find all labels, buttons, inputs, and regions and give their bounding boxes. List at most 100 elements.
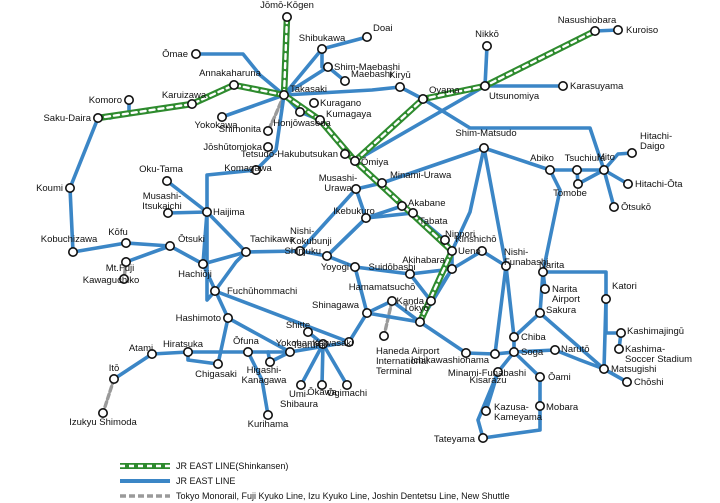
station-label-ogimachi: Ōgimachi xyxy=(327,388,367,399)
station-marker-minamiurawa xyxy=(376,178,387,189)
station-label-yokohama: Yokohama xyxy=(276,338,321,349)
conventional-line-segment xyxy=(226,316,292,354)
station-marker-ogimachi xyxy=(341,379,352,390)
station-marker-sakura xyxy=(534,307,545,318)
station-label-sakudaira: Saku-Daira xyxy=(43,113,91,124)
station-label-ichikawa: Ichikawashiohama xyxy=(411,355,490,366)
station-label-kiryu: Kiryū xyxy=(389,70,411,81)
station-marker-umishibaura xyxy=(295,379,306,390)
conventional-line-segment xyxy=(246,350,270,417)
station-label-izukyu: Izukyu Shimoda xyxy=(69,417,137,428)
legend-shinkansen-label: JR EAST LINE(Shinkansen) xyxy=(176,461,288,471)
station-marker-maebashi xyxy=(339,76,350,87)
station-label-jomo: Jōmō-Kōgen xyxy=(260,0,314,11)
station-label-kawaguchiko: Kawaguchiko xyxy=(83,275,140,286)
station-marker-kofu xyxy=(121,238,132,249)
station-marker-mtfuji xyxy=(121,256,132,267)
station-label-omae: Ōmae xyxy=(162,49,188,60)
conventional-line-segment xyxy=(216,316,230,366)
station-marker-fuchuhommachi xyxy=(210,285,221,296)
station-label-ikebukuro: Ikebukuro xyxy=(333,206,375,217)
station-label-musashiurawa: Musashi-Urawa xyxy=(319,173,358,194)
conventional-line-segment xyxy=(166,210,209,215)
station-marker-kawasaki xyxy=(343,336,354,347)
station-marker-kobuchizawa xyxy=(68,247,79,258)
station-label-musashiitsukaichi: Musashi-Itsukaichi xyxy=(142,191,182,212)
station-marker-matsugishi xyxy=(598,363,609,374)
station-label-otsuki: Ōtsuki xyxy=(178,234,205,245)
station-marker-shimonita xyxy=(262,126,273,137)
station-label-naruto: Narutō xyxy=(561,344,590,355)
station-label-shinjuku: Shinjuku xyxy=(285,246,321,257)
conventional-line-segment xyxy=(541,168,562,274)
station-label-kinshicho: Kinshichō xyxy=(455,234,496,245)
station-label-kawasaki: Kawasaki xyxy=(313,338,354,349)
conventional-line-segment xyxy=(512,270,547,339)
conventional-line-segment xyxy=(602,168,616,209)
station-label-tetsudo: Tetsudō-Hakubutsukan xyxy=(241,149,338,160)
station-marker-shibukawa xyxy=(316,43,327,54)
station-marker-shinagawa xyxy=(361,307,372,318)
station-marker-karasuyama xyxy=(557,81,568,92)
station-label-mtfuji: Mt.Fuji xyxy=(106,263,135,274)
station-label-tomobe: Tomobe xyxy=(553,188,587,199)
station-marker-ichikawa xyxy=(460,347,471,358)
station-marker-hitachiota xyxy=(622,179,633,190)
station-label-chigasaki: Chigasaki xyxy=(195,369,237,380)
conventional-line-segment xyxy=(220,93,286,119)
station-marker-koumi xyxy=(65,183,76,194)
map-legend: JR EAST LINE(Shinkansen) JR EAST LINE To… xyxy=(120,461,510,501)
station-marker-kurihama xyxy=(262,409,273,420)
station-label-higashikanagawa: Higashi-Kanagawa xyxy=(242,365,288,386)
station-marker-naruto xyxy=(549,344,560,355)
station-marker-takasaki xyxy=(278,90,289,101)
station-marker-ikebukuro xyxy=(360,213,371,224)
station-label-komoro: Komoro xyxy=(89,95,122,106)
station-marker-doai xyxy=(361,31,372,42)
station-label-ito: Itō xyxy=(109,363,120,374)
station-marker-soga xyxy=(508,346,519,357)
station-label-tateyama: Tateyama xyxy=(434,434,476,445)
station-label-kurihama: Kurihama xyxy=(248,419,289,430)
station-marker-akihabara xyxy=(446,263,457,274)
station-marker-yoyogi xyxy=(349,261,360,272)
station-marker-katori xyxy=(600,293,611,304)
station-marker-shimmatsudo xyxy=(478,143,489,154)
station-marker-mito xyxy=(598,165,609,176)
station-label-kazusa: Kazusa-Kameyama xyxy=(494,402,543,423)
conventional-line-segment xyxy=(68,116,100,190)
conventional-line-segment xyxy=(408,272,433,303)
station-marker-omiya xyxy=(349,156,360,167)
other-operator-line-segment xyxy=(266,93,286,133)
station-marker-utsunomiya xyxy=(479,81,490,92)
station-label-umishibaura: Umi-Shibaura xyxy=(280,389,319,410)
station-label-ueno: Ueno xyxy=(458,246,481,257)
conventional-line-segment xyxy=(604,297,623,351)
station-label-kofu: Kōfu xyxy=(108,227,128,238)
station-marker-kashimastadium xyxy=(613,343,624,354)
station-marker-komoro xyxy=(124,95,135,106)
station-marker-higashikanagawa xyxy=(264,356,275,367)
conventional-line-segment xyxy=(421,97,606,172)
station-marker-yokokawa xyxy=(217,112,228,123)
station-label-ofuna: Ōfuna xyxy=(233,336,260,347)
station-label-nishifunabashi: Nishi-Funabashi xyxy=(504,247,548,268)
station-marker-jomo xyxy=(281,12,292,22)
station-marker-otsuko xyxy=(608,202,619,213)
station-label-karasuyama: Karasuyama xyxy=(570,81,624,92)
shinkansen-line-dash xyxy=(96,83,286,120)
station-marker-akabane xyxy=(396,201,407,212)
station-label-omiya: Ōmiya xyxy=(361,157,389,168)
station-marker-tsurumi xyxy=(317,338,328,349)
station-label-utsunomiya: Utsunomiya xyxy=(489,91,540,102)
station-marker-tetsudo xyxy=(339,149,350,160)
station-marker-shitte xyxy=(302,326,313,337)
station-marker-komagawa xyxy=(251,165,262,176)
station-label-honjowaseda: Honjōwaseda xyxy=(273,118,331,129)
station-label-kobuchizawa: Kobuchizawa xyxy=(41,234,98,245)
station-marker-choshi xyxy=(621,376,632,387)
station-marker-yokohama xyxy=(284,346,295,357)
conventional-line-segment xyxy=(213,289,351,344)
